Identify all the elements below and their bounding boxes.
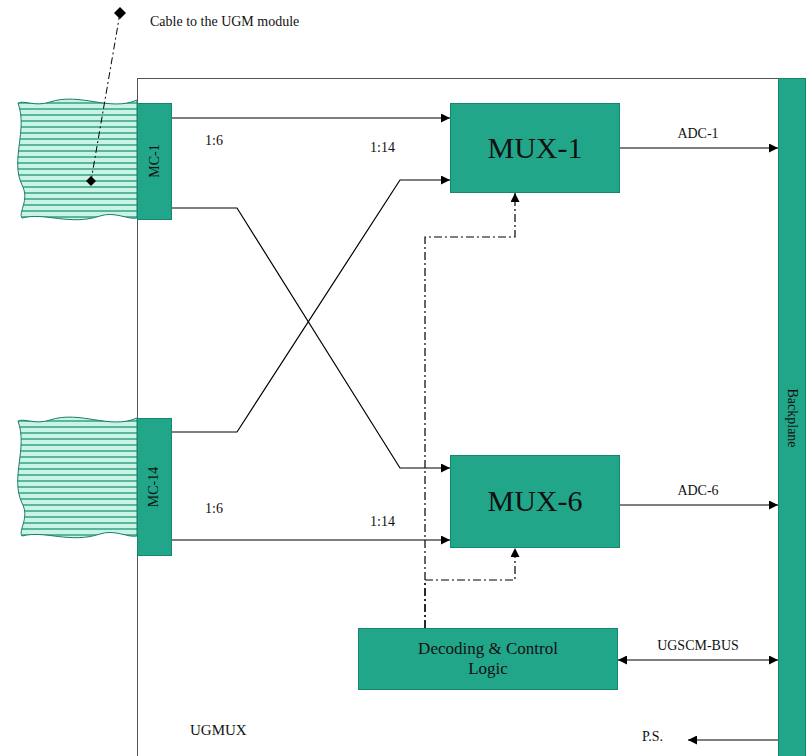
cable-shape [18, 99, 137, 220]
label-holder: UGSCM-BUS [655, 636, 741, 654]
connector-box: MC-1 [137, 103, 172, 220]
ratio-label: 1:6 [203, 501, 225, 516]
callout-text: Cable to the UGM module [148, 14, 301, 29]
signal-line [172, 539, 450, 540]
node-label: MUX-1 [488, 131, 583, 166]
signal-line [172, 117, 450, 118]
node-label: MC-1 [146, 145, 162, 178]
label-holder: 1:14 [368, 512, 397, 530]
backplane-bar: Backplane [778, 78, 806, 756]
label-holder: 1:14 [368, 138, 397, 156]
leader-diamond [86, 176, 96, 186]
label-holder: ADC-1 [675, 124, 720, 142]
power-label: P.S. [640, 729, 665, 744]
ratio-label: 1:14 [368, 514, 397, 529]
ratio-label: 1:14 [368, 140, 397, 155]
ratio-label: 1:6 [203, 133, 225, 148]
label-holder: P.S. [640, 727, 665, 745]
leader-line [91, 13, 120, 181]
leader-diamond [114, 7, 126, 19]
multiplexer-box: MUX-6 [450, 455, 620, 548]
signal-name: UGSCM-BUS [655, 638, 741, 653]
multiplexer-box: MUX-1 [450, 103, 620, 193]
label-holder: 1:6 [203, 499, 225, 517]
signal-line [172, 180, 450, 432]
label-holder: 1:6 [203, 131, 225, 149]
node-label: Backplane [784, 388, 800, 447]
signal-line [620, 147, 778, 148]
signal-name: ADC-1 [675, 126, 720, 141]
connector-box: MC-14 [137, 418, 172, 556]
signal-name: ADC-6 [675, 483, 720, 498]
signal-line [620, 504, 778, 505]
control-line [425, 193, 515, 628]
label-holder: ADC-6 [675, 481, 720, 499]
signal-line [172, 208, 450, 468]
cable-shape [18, 417, 137, 538]
node-label: MUX-6 [488, 484, 583, 519]
node-label: Decoding & Control Logic [406, 639, 571, 678]
board-outline: UGMUX MC-1MC-14 MUX-1MUX-6Decoding & Contr… [137, 78, 780, 756]
control-line [425, 548, 515, 628]
signal-line [618, 659, 778, 660]
node-label: UGMUX [190, 722, 247, 739]
power-arrow [688, 739, 778, 740]
node-label: MC-14 [146, 467, 162, 507]
label-holder: Cable to the UGM module [148, 12, 301, 30]
logic-box: Decoding & Control Logic [358, 628, 618, 690]
